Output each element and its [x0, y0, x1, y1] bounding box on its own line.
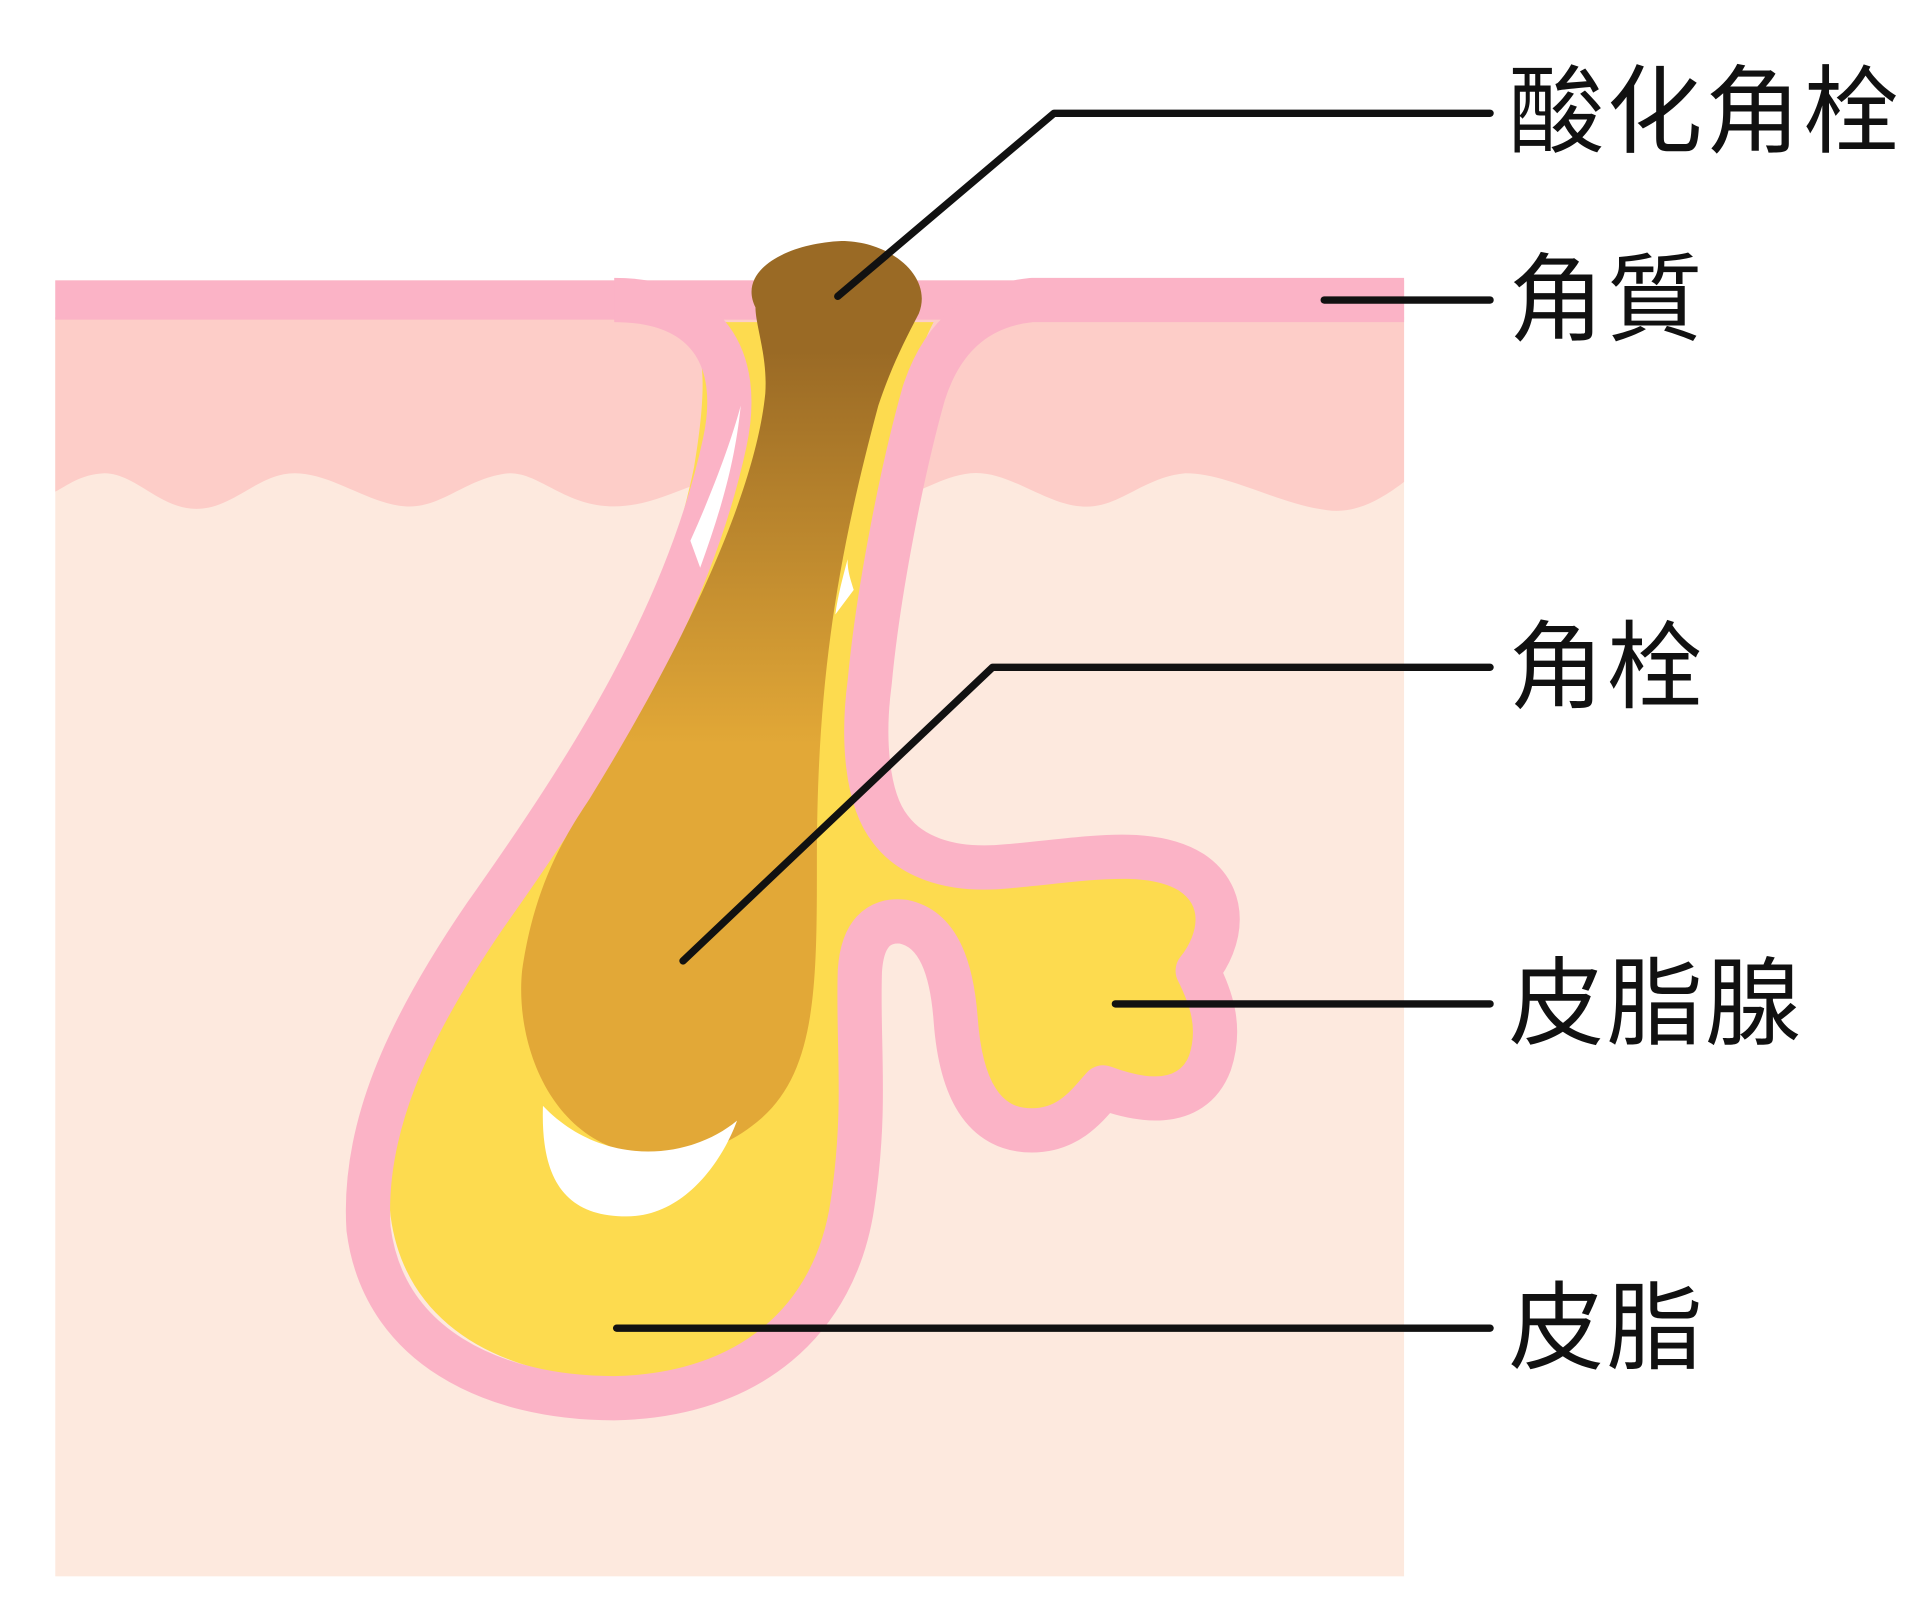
leader-line-oxidized-plug: [834, 109, 1494, 301]
gap-highlight: [835, 559, 854, 615]
label-oxidized-plug: 酸化角栓: [1508, 56, 1901, 168]
gap-highlight: [542, 1105, 738, 1217]
label-sebum: 皮脂: [1508, 1272, 1705, 1384]
leader-line-keratin-plug: [679, 663, 1494, 965]
label-keratin-plug: 角栓: [1508, 611, 1705, 723]
gap-highlight: [690, 405, 741, 568]
keratin-plug: [521, 241, 922, 1158]
label-stratum-corneum: 角質: [1508, 244, 1705, 356]
label-sebaceous-gland: 皮脂腺: [1508, 948, 1803, 1060]
follicle-wall: [345, 277, 1405, 1421]
